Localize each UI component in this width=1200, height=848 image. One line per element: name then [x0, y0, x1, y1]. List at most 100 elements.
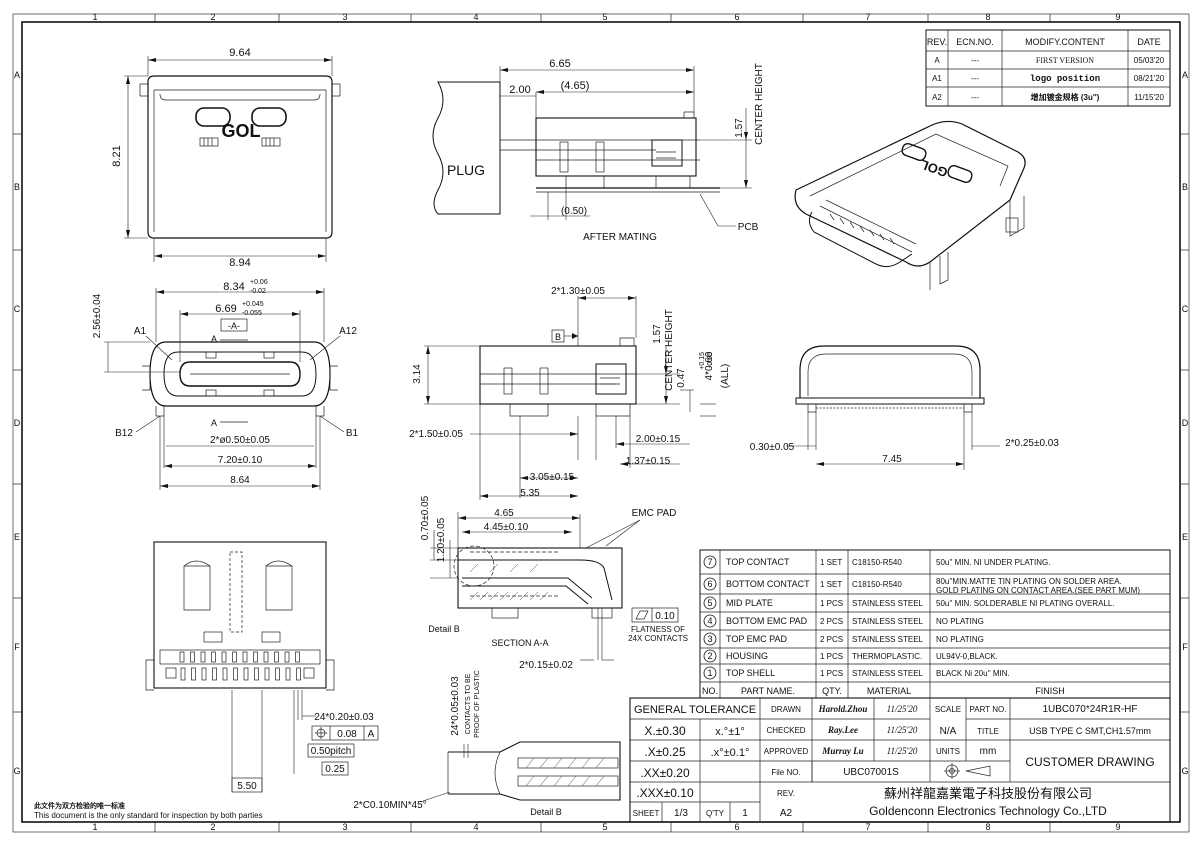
zone-col-top-6: 6: [734, 12, 739, 22]
footprint-pin: [254, 667, 259, 681]
bom-row-no: 5: [707, 598, 712, 608]
bom-item-number-circle: [703, 577, 717, 591]
zone-row-right-D: D: [1182, 418, 1189, 428]
zone-row-left-B: B: [14, 182, 20, 192]
footprint-pin: [233, 667, 238, 681]
zone-row-right-A: A: [1182, 70, 1188, 80]
sec-s1: 4.65: [494, 508, 514, 519]
rev-row-3-rev: A2: [932, 93, 942, 102]
zone-col-top-1: 1: [92, 12, 97, 22]
rev-row-2-content: logo position: [1030, 74, 1100, 84]
tol-lin-3: .XX±0.20: [640, 766, 690, 780]
footprint-pin: [264, 667, 270, 681]
qty-value: 1: [742, 808, 748, 819]
detail-b-view: 24*0.05±0.03 CONTACTS TO BE PROOF OF PLA…: [353, 670, 621, 817]
bom-row-qty: 2 PCS: [820, 617, 843, 626]
socket-face-view: 8.34 +0.06 -0.02 6.69 +0.045 -0.055 -A- …: [92, 279, 359, 490]
face-h1: 2.56±0.04: [92, 293, 103, 338]
zone-row-left-D: D: [14, 418, 21, 428]
zone-col-bottom-9: 9: [1115, 822, 1120, 832]
zone-row-right-F: F: [1182, 642, 1188, 652]
face-holes: 2*ø0.50±0.05: [210, 435, 270, 446]
face-w2-tol-up: +0.045: [242, 301, 264, 308]
section-view: Detail B SECTION A-A EMC PAD 4.65 4.45±0…: [420, 495, 688, 671]
pin-b1-label: B1: [346, 428, 359, 439]
footprint-pin: [263, 651, 269, 663]
footprint-pin: [179, 651, 185, 663]
zone-col-top-2: 2: [210, 12, 215, 22]
part-no-label: PART NO.: [970, 705, 1007, 714]
customer-drawing: CUSTOMER DRAWING: [1025, 755, 1154, 769]
footprint-pin: [274, 651, 279, 663]
fp-f1: 24*0.20±0.03: [314, 712, 374, 723]
rev-header-content: MODIFY.CONTENT: [1025, 37, 1105, 47]
detb-title: Detail B: [530, 807, 562, 817]
rev-label: REV.: [777, 789, 795, 798]
fp-f4: 0.25: [325, 764, 345, 775]
footprint-pin: [253, 651, 258, 663]
rev-row-1-ecn: ---: [971, 56, 979, 65]
bom-row-finish: NO PLATING: [936, 617, 984, 626]
section-hatch: [469, 563, 549, 601]
footprint-pin: [284, 651, 290, 663]
pin-b12-label: B12: [115, 428, 133, 439]
footprint-pin: [200, 651, 206, 663]
after-mating-label: AFTER MATING: [583, 232, 657, 243]
rear-r2: 7.45: [882, 454, 902, 465]
bom-row-no: 6: [707, 579, 712, 589]
sv2-p5: 4*0.60: [704, 351, 715, 380]
tol-ang-2: .x°±0.1°: [711, 747, 750, 759]
zone-row-left-E: E: [14, 532, 20, 542]
rev-row-3-ecn: ---: [971, 93, 979, 102]
bom-row-no: 2: [707, 651, 712, 661]
sec-flatness-value: 0.10: [655, 611, 675, 622]
bom-row-material: C18150-R540: [852, 558, 902, 567]
bom-item-number-circle: [703, 614, 717, 628]
datum-b-label: B: [555, 332, 561, 342]
bom-row-qty: 1 SET: [820, 580, 842, 589]
footprint-pin: [295, 651, 300, 663]
footprint-pin-array: [179, 651, 301, 681]
bom-row-material: STAINLESS STEEL: [852, 617, 924, 626]
bom-row-no: 1: [707, 668, 712, 678]
units-value: mm: [980, 746, 997, 757]
bom-header-qty: QTY.: [822, 686, 842, 696]
detb-c2: 2*C0.10MIN*45°: [353, 800, 426, 811]
scale-label: SCALE: [935, 705, 961, 714]
bom-row-no: 7: [707, 557, 712, 567]
section-a-bottom: A: [211, 418, 217, 428]
bom-row-material: STAINLESS STEEL: [852, 669, 924, 678]
sv2-center-height: CENTER HEIGHT: [664, 309, 675, 391]
face-w2: 6.69: [215, 303, 236, 315]
footprint-pin: [222, 667, 228, 681]
section-label: SECTION A-A: [491, 638, 548, 648]
side-center-height-value: 1.57: [734, 118, 745, 138]
front-top-width: 9.64: [229, 47, 250, 59]
rev-row-1-content: FIRST VERSION: [1036, 56, 1094, 65]
datum-a-label: -A-: [228, 321, 240, 331]
sheet-value: 1/3: [674, 808, 688, 819]
bom-row-qty: 1 PCS: [820, 669, 843, 678]
footprint-pin: [212, 667, 217, 681]
zone-row-right-G: G: [1181, 766, 1188, 776]
sv2-p2: 3.14: [412, 364, 423, 384]
sv2-p8: 1.37±0.15: [626, 456, 671, 467]
part-no: 1UBC070*24R1R-HF: [1042, 704, 1137, 715]
bom-row-material: C18150-R540: [852, 580, 902, 589]
bom-row-qty: 2 PCS: [820, 635, 843, 644]
footprint-pin: [201, 667, 207, 681]
projection-symbol-icon: [944, 763, 991, 779]
sv2-p5-all: (ALL): [720, 364, 731, 388]
rev-header-date: DATE: [1137, 37, 1160, 47]
sv2-p9: 3.05±0.15: [530, 472, 575, 483]
footprint-pin: [221, 651, 227, 663]
fp-f5: 5.50: [237, 781, 257, 792]
tol-lin-4: .XXX±0.10: [636, 786, 694, 800]
front-logo-text: GOL: [222, 121, 261, 141]
zone-col-top-4: 4: [473, 12, 478, 22]
approved-date: 11/25'20: [887, 746, 918, 756]
bom-row-material: STAINLESS STEEL: [852, 599, 924, 608]
